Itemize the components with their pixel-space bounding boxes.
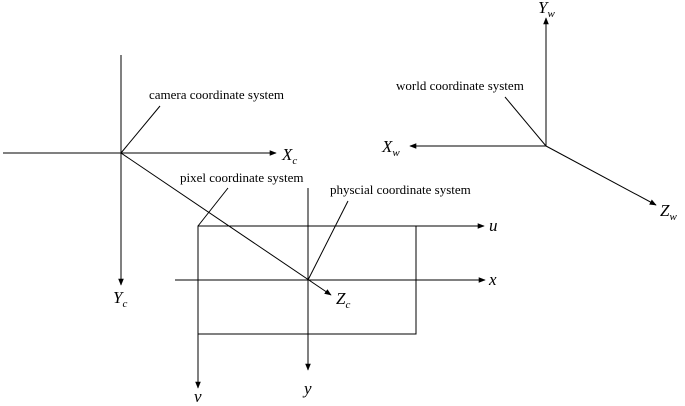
world-z-axis (545, 145, 657, 206)
yc-label: Yc (113, 288, 127, 310)
zw-label: Zw (660, 201, 677, 223)
xw-label: Xw (381, 137, 400, 159)
v-label: v (194, 387, 202, 406)
camera-z-axis (120, 152, 332, 296)
world-system-label: world coordinate system (396, 78, 524, 93)
camera-system-label: camera coordinate system (149, 87, 284, 102)
physical-label-leader (307, 200, 349, 281)
pixel-label-leader (197, 187, 229, 227)
zc-label: Zc (336, 289, 350, 311)
world-label-leader (504, 96, 547, 147)
pixel-system-label: pixel coordinate system (180, 170, 303, 185)
y-label: y (302, 379, 312, 398)
physical-system-label: physcial coordinate system (330, 182, 471, 197)
camera-label-leader (120, 105, 161, 154)
yw-label: Yw (538, 0, 555, 20)
x-label: x (488, 270, 497, 289)
xc-label: Xc (281, 145, 297, 167)
u-label: u (489, 216, 498, 235)
